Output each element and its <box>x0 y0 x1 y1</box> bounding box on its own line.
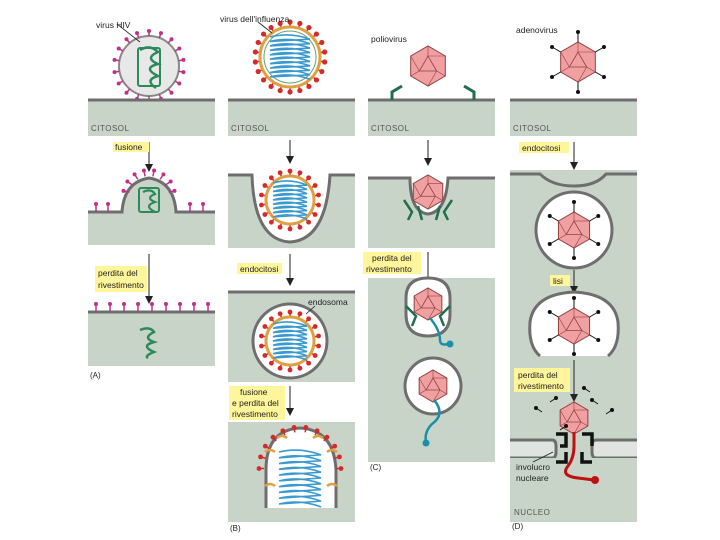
step-fusion-label-b2: e perdita del <box>232 398 279 408</box>
panel-c-label: (C) <box>370 463 381 472</box>
cytosol-b1 <box>228 100 355 136</box>
panel-d: adenovirus CITOSOL endocitosi lisi perdi… <box>510 25 637 531</box>
panel-d-label: (D) <box>512 522 523 531</box>
cytosol-a3 <box>88 312 215 366</box>
cytosol-c1 <box>368 100 495 136</box>
step-endocitosi-highlight-b <box>237 263 282 274</box>
step-fusione-highlight <box>113 142 149 152</box>
step-endocitosi-highlight-d <box>519 142 569 153</box>
panel-b: virus dell'influenza CITOSOL endocitosi … <box>220 14 355 533</box>
step-uncoat-label-a2: rivestimento <box>98 280 144 290</box>
panel-a: virus HIV CITOSOL fusione perdita del ri… <box>88 20 215 380</box>
cytosol-d1 <box>510 100 637 136</box>
flu-virion-top <box>252 19 328 95</box>
cytosol-label-a: CITOSOL <box>91 124 130 133</box>
cytosol-label-b: CITOSOL <box>231 124 270 133</box>
cytosol-label-d: CITOSOL <box>513 124 552 133</box>
nucleus-label: NUCLEO <box>514 508 550 517</box>
envelope-label-d1: involucro <box>516 462 550 472</box>
hiv-label: virus HIV <box>96 20 131 30</box>
step-fusione-label: fusione <box>115 142 143 152</box>
step-uncoat-label-a1: perdita del <box>98 268 138 278</box>
step-fusion-uncoat-highlight <box>229 386 285 420</box>
flu-label: virus dell'influenza <box>220 14 289 24</box>
hiv-virion-top <box>112 29 186 103</box>
step-endocitosi-label-b: endocitosi <box>240 264 278 274</box>
adenovirus-top <box>550 30 606 94</box>
poliovirus-top <box>410 45 446 87</box>
step-uncoat-label-c2: rivestimento <box>366 264 412 274</box>
step-lisi-label: lisi <box>553 276 563 286</box>
step-fusion-label-b1: fusione <box>240 387 268 397</box>
step-uncoat-highlight-c <box>363 252 421 274</box>
cytosol-b2 <box>228 175 355 248</box>
step-fusion-label-b3: rivestimento <box>232 409 278 419</box>
step-uncoat-highlight-d <box>514 368 570 392</box>
cytosol-label-c: CITOSOL <box>371 124 410 133</box>
step-endocitosi-label-d: endocitosi <box>522 143 560 153</box>
polio-label: poliovirus <box>371 34 407 44</box>
step-uncoat-label-d2: rivestimento <box>518 381 564 391</box>
step-uncoat-label-c1: perdita del <box>372 253 412 263</box>
panel-c: poliovirus CITOSOL perdita del rivestime… <box>363 34 495 472</box>
envelope-label-d2: nucleare <box>516 473 549 483</box>
cytosol-c2 <box>368 178 495 248</box>
cytosol-a1 <box>88 100 215 136</box>
panel-b-label: (B) <box>230 524 241 533</box>
adeno-label: adenovirus <box>516 25 558 35</box>
step-uncoat-highlight-a <box>95 266 147 292</box>
endosome-label: endosoma <box>308 297 348 307</box>
panel-a-label: (A) <box>90 371 101 380</box>
step-uncoat-label-d1: perdita del <box>518 370 558 380</box>
step-lisi-highlight <box>550 275 570 286</box>
